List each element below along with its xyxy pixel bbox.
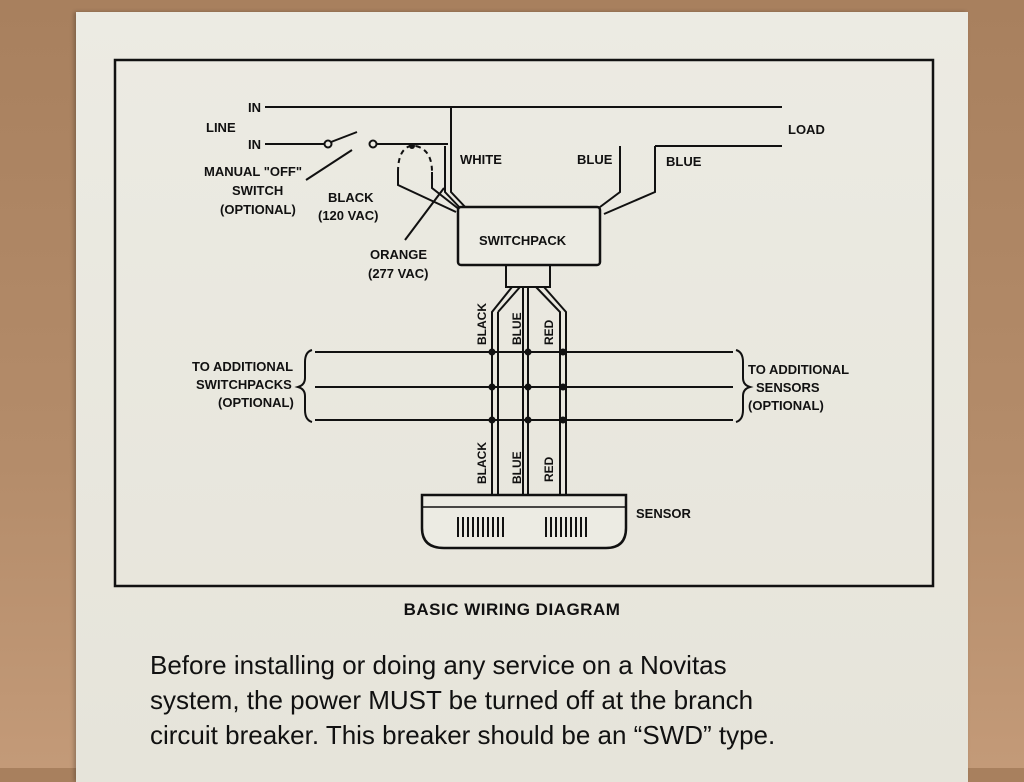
- label-lower-blue: BLUE: [510, 451, 524, 484]
- label-upper-blue: BLUE: [510, 312, 524, 345]
- manual-switch-leader: [305, 149, 353, 181]
- label-to-sensors-3: (OPTIONAL): [748, 398, 824, 413]
- right-brace: [735, 349, 754, 423]
- label-load: LOAD: [788, 122, 825, 137]
- blue-wire-2: [603, 146, 656, 215]
- orange-277-wire: [397, 145, 416, 173]
- label-to-switchpacks-2: SWITCHPACKS: [196, 377, 292, 392]
- label-orange-277-1: ORANGE: [370, 247, 427, 262]
- label-in-bottom: IN: [248, 137, 261, 152]
- label-to-sensors-2: SENSORS: [756, 380, 820, 395]
- label-white: WHITE: [460, 152, 502, 167]
- label-blue-2: BLUE: [666, 154, 702, 169]
- label-lower-red: RED: [542, 456, 556, 482]
- sensor-grille-left: [457, 517, 504, 537]
- black-120-wire-2: [397, 172, 457, 213]
- orange-277-wire-3: [431, 172, 461, 211]
- label-to-switchpacks-1: TO ADDITIONAL: [192, 359, 293, 374]
- label-upper-black: BLACK: [475, 303, 489, 345]
- warning-line-3: circuit breaker. This breaker should be …: [150, 720, 776, 750]
- orange-277-wire-2: [415, 145, 433, 173]
- label-in-top: IN: [248, 100, 261, 115]
- switchpack-box: [456, 205, 602, 267]
- upper-red-wire: [535, 286, 561, 494]
- label-lower-black: BLACK: [475, 442, 489, 484]
- junction-dot-1: [409, 143, 415, 149]
- left-brace: [294, 349, 313, 423]
- warning-line-2: system, the power MUST be turned off at …: [150, 685, 754, 715]
- label-manual-off-3: (OPTIONAL): [220, 202, 296, 217]
- label-line: LINE: [206, 120, 236, 135]
- upper-red-wire-b: [543, 286, 567, 494]
- label-upper-red: RED: [542, 319, 556, 345]
- manual-switch-blade: [330, 131, 358, 143]
- label-black-120-2: (120 VAC): [318, 208, 378, 223]
- sensor-body: [420, 493, 628, 550]
- label-to-switchpacks-3: (OPTIONAL): [218, 395, 294, 410]
- warning-text: Before installing or doing any service o…: [150, 648, 890, 753]
- bus-junctions: [488, 348, 567, 424]
- black-120-wire: [444, 146, 463, 211]
- label-manual-off-1: MANUAL "OFF": [204, 164, 302, 179]
- sensor-grille-right: [545, 517, 587, 537]
- white-wire: [450, 107, 469, 211]
- label-sensor: SENSOR: [636, 506, 692, 521]
- upper-black-wire-b: [497, 286, 521, 313]
- label-manual-off-2: SWITCH: [232, 183, 283, 198]
- label-orange-277-2: (277 VAC): [368, 266, 428, 281]
- blue-wire-1: [595, 146, 621, 211]
- label-to-sensors-1: TO ADDITIONAL: [748, 362, 849, 377]
- switch-contact-2: [368, 139, 378, 149]
- switch-contact-1: [323, 139, 333, 149]
- upper-black-wire: [491, 286, 513, 494]
- switchpack-connector: [505, 264, 551, 288]
- diagram-frame: [113, 58, 935, 588]
- diagram-caption: BASIC WIRING DIAGRAM: [403, 600, 621, 619]
- orange-leader: [404, 187, 445, 241]
- label-switchpack: SWITCHPACK: [479, 233, 567, 248]
- label-blue-1: BLUE: [577, 152, 613, 167]
- label-black-120-1: BLACK: [328, 190, 374, 205]
- warning-line-1: Before installing or doing any service o…: [150, 650, 727, 680]
